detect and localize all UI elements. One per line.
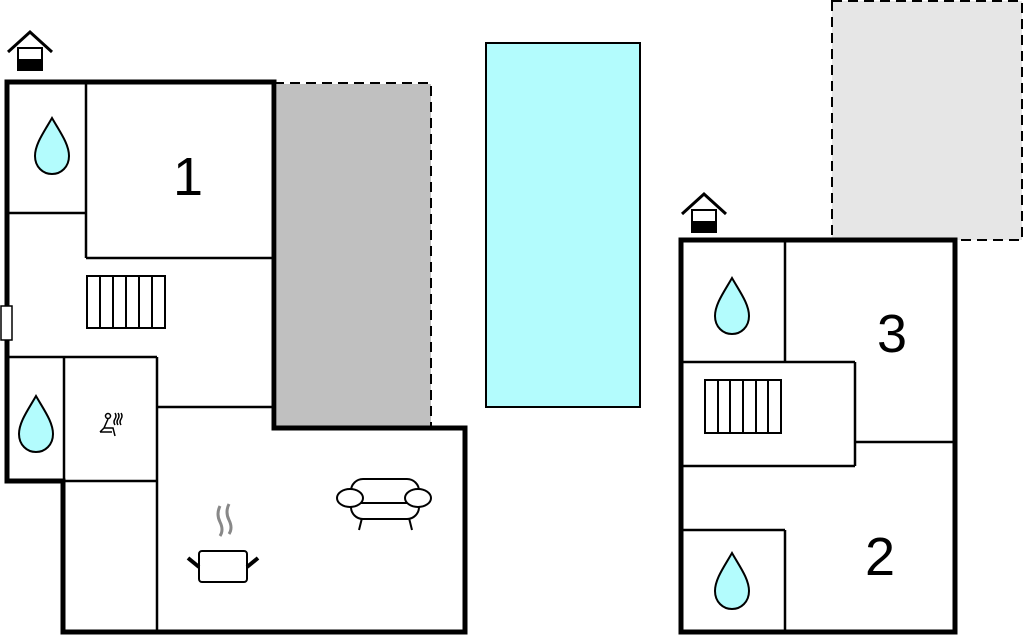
sofa-icon: [336, 478, 432, 531]
cooking-pot-icon: [186, 503, 260, 583]
stairs-icon: [704, 379, 782, 434]
swimming-pool: [485, 42, 641, 408]
sauna-icon: [99, 412, 123, 437]
terrace-right: [831, 0, 1023, 241]
room-number-2: 2: [865, 527, 895, 587]
water-drop-icon: [18, 395, 54, 453]
water-drop-icon: [714, 277, 750, 335]
entrance-house-icon: [6, 30, 54, 72]
terrace-dashed-border: [274, 82, 432, 426]
terrace: [277, 84, 431, 426]
interior-walls-left: [7, 82, 274, 632]
room-number-1: 1: [173, 147, 203, 207]
stairs-icon: [86, 275, 166, 329]
water-drop-icon: [714, 552, 750, 610]
entrance-house-icon: [680, 192, 728, 234]
water-drop-icon: [34, 117, 70, 175]
left-building-outline: [4, 79, 468, 635]
door-icon: [0, 305, 13, 341]
interior-walls-right: [681, 240, 955, 632]
right-building-outline: [678, 237, 958, 635]
room-number-3: 3: [877, 304, 907, 364]
